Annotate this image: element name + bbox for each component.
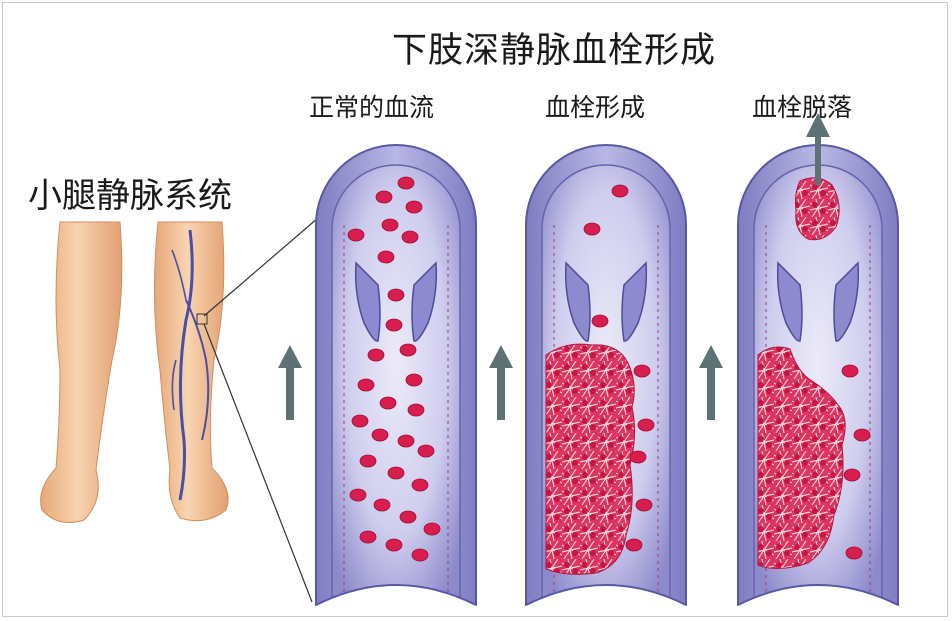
up-arrow-icon [806,113,830,185]
vessel-normal-flow [315,144,477,612]
legs-illustration [40,217,319,603]
panel-label-formation: 血栓形成 [545,93,646,122]
panel-label-normal: 正常的血流 [309,93,435,122]
figure-title: 下肢深静脉血栓形成 [392,31,717,71]
up-arrow-icon [278,345,723,420]
panel-label-detach: 血栓脱落 [752,93,853,122]
leg-system-label: 小腿静脉系统 [28,176,232,216]
vessel-thrombus-formation [525,144,687,612]
vessel-thrombus-detach [737,113,899,612]
